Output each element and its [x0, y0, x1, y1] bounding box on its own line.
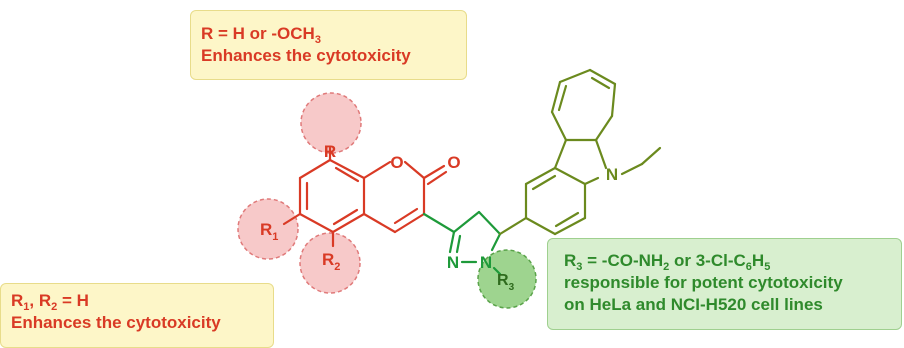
- atom-r: R: [324, 142, 336, 161]
- r1-r2-substituent-definition: R1, R2 = H: [11, 291, 89, 313]
- r-substituent-note-box: R = H or -OCH3 Enhances the cytotoxicity: [190, 10, 467, 80]
- atom-pyrazoline-n1: N: [480, 253, 492, 272]
- r3-substituent-note-box: R3 = -CO-NH2 or 3-Cl-C6H5 responsible fo…: [547, 238, 902, 330]
- carbazole-bonds: [498, 68, 662, 236]
- atom-carbazole-nitrogen: N: [606, 165, 618, 184]
- atom-r1: R1: [260, 220, 278, 243]
- atom-ring-oxygen: O: [390, 153, 403, 172]
- r3-substituent-effect-line-2: on HeLa and NCI-H520 cell lines: [564, 295, 823, 314]
- r1-r2-substituent-note-box: R1, R2 = H Enhances the cytotoxicity: [0, 283, 274, 348]
- atom-r2: R2: [322, 250, 340, 273]
- r-substituent-effect: Enhances the cytotoxicity: [201, 46, 411, 65]
- r3-highlight-circle: [477, 249, 537, 309]
- r2-highlight-circle: [299, 232, 361, 294]
- r1-r2-substituent-effect: Enhances the cytotoxicity: [11, 313, 221, 332]
- coumarin-bonds: [282, 146, 448, 248]
- r1-highlight-circle: [237, 198, 299, 260]
- r-substituent-definition: R = H or -OCH3: [201, 24, 321, 46]
- pyrazoline-bonds: [422, 210, 502, 276]
- r3-substituent-definition: R3 = -CO-NH2 or 3-Cl-C6H5: [564, 251, 771, 273]
- atom-carbonyl-oxygen: O: [447, 153, 460, 172]
- atom-pyrazoline-n2: N: [447, 253, 459, 272]
- r-highlight-circle: [300, 92, 362, 154]
- atom-r3: R3: [497, 272, 515, 293]
- r3-substituent-effect-line-1: responsible for potent cytotoxicity: [564, 273, 843, 292]
